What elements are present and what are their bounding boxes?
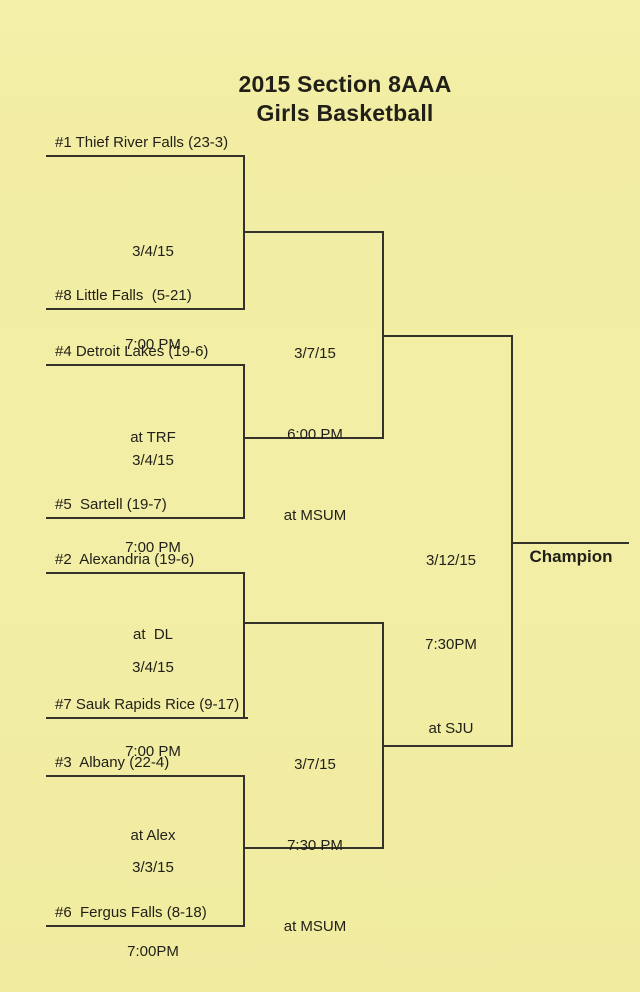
team-label: #4 Detroit Lakes (19-6): [55, 343, 209, 360]
team-label: #7 Sauk Rapids Rice (9-17): [55, 696, 240, 713]
game-info-final: 3/12/15 7:30PM at SJU: [386, 491, 516, 799]
game-info-sf2: 3/7/15 7:30 PM at MSUM: [250, 697, 380, 992]
team-label: #3 Albany (22-4): [55, 754, 170, 771]
game-info-sf1: 3/7/15 6:00 PM at MSUM: [250, 286, 380, 583]
game-venue: at MSUM: [283, 507, 347, 524]
team-label: #8 Little Falls (5-21): [55, 287, 192, 304]
game-time: 7:30 PM: [287, 837, 343, 854]
champion-label: Champion: [529, 547, 613, 566]
game-date: 3/7/15: [294, 756, 336, 773]
game-date: 3/4/15: [132, 659, 174, 676]
game-time: 7:00PM: [127, 943, 179, 960]
game-info-qf2: 3/4/15 7:00 PM at DL: [88, 388, 218, 707]
team-slot-little-falls: #8 Little Falls (5-21): [46, 281, 245, 310]
bracket-line-qf3-connector: [243, 622, 384, 624]
game-date: 3/4/15: [132, 243, 174, 260]
bracket-line-champion: [511, 542, 629, 544]
game-time: 7:00 PM: [125, 336, 181, 353]
bracket-line-qf1-connector: [243, 231, 384, 233]
game-venue: at TRF: [130, 429, 176, 446]
bracket-line-qf2-connector: [243, 437, 384, 439]
team-slot-albany: #3 Albany (22-4): [46, 748, 245, 777]
bracket-line-qf3-vertical: [243, 572, 245, 717]
page-title-line1: 2015 Section 8AAA: [238, 71, 452, 97]
team-slot-alexandria: #2 Alexandria (19-6): [46, 545, 245, 574]
team-label: #5 Sartell (19-7): [55, 496, 167, 513]
game-venue: at DL: [132, 626, 174, 643]
team-label: #6 Fergus Falls (8-18): [55, 904, 207, 921]
game-time: 7:30PM: [425, 636, 477, 653]
team-slot-sauk-rapids-rice: #7 Sauk Rapids Rice (9-17): [46, 690, 248, 719]
game-info-qf4: 3/3/15 7:00PM at: [88, 798, 218, 992]
game-date: 3/3/15: [132, 859, 174, 876]
team-label: #1 Thief River Falls (23-3): [55, 134, 229, 151]
team-label: #2 Alexandria (19-6): [55, 551, 195, 568]
bracket-line-sf2-connector: [382, 745, 513, 747]
game-venue: at Alex: [130, 827, 176, 844]
team-slot-detroit-lakes: #4 Detroit Lakes (19-6): [46, 337, 245, 366]
game-time: 7:00 PM: [125, 539, 181, 556]
bracket-line-qf4-vertical: [243, 775, 245, 925]
team-slot-sartell: #5 Sartell (19-7): [46, 490, 245, 519]
bracket-line-qf2-vertical: [243, 364, 245, 517]
team-slot-thief-river-falls: #1 Thief River Falls (23-3): [46, 128, 245, 157]
team-slot-fergus-falls: #6 Fergus Falls (8-18): [46, 898, 245, 927]
game-venue: at SJU: [428, 720, 474, 737]
game-venue: at MSUM: [283, 918, 347, 935]
page-title-line2: Girls Basketball: [256, 100, 434, 126]
bracket-line-qf4-connector: [243, 847, 384, 849]
page-title: 2015 Section 8AAA Girls Basketball: [50, 70, 640, 128]
bracket-line-final-vertical: [511, 335, 513, 747]
bracket-line-sf1-connector: [382, 335, 513, 337]
game-date: 3/12/15: [425, 552, 477, 569]
game-date: 3/7/15: [294, 345, 336, 362]
game-time: 7:00 PM: [125, 743, 181, 760]
game-info-qf1: 3/4/15 7:00 PM at TRF: [88, 174, 218, 515]
game-info-qf3: 3/4/15 7:00 PM at Alex: [88, 598, 218, 906]
game-date: 3/4/15: [132, 452, 174, 469]
game-time: 6:00 PM: [287, 426, 343, 443]
bracket-line-sf2-vertical: [382, 622, 384, 849]
